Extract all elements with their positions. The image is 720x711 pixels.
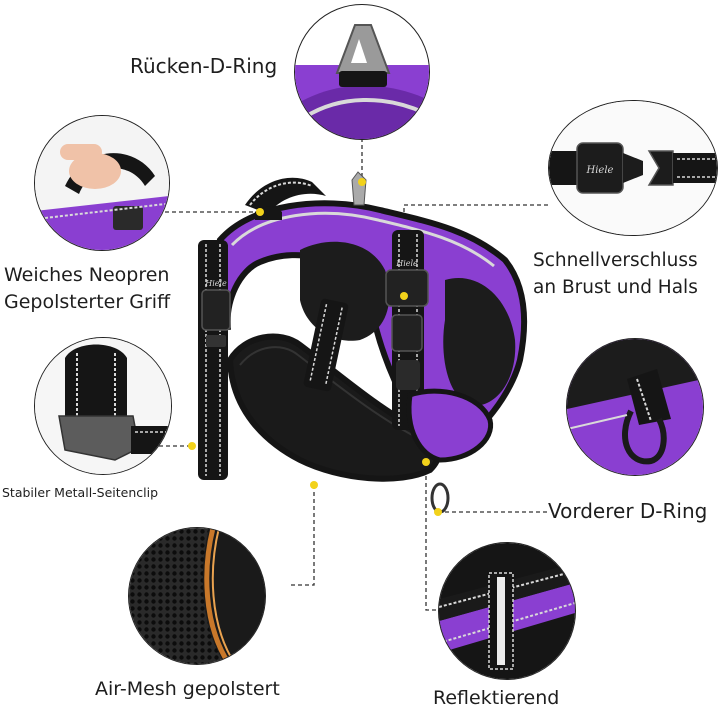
label-neoprene-handle: Weiches Neopren Gepolsterter Griff (4, 264, 171, 313)
back-d-ring-small (351, 171, 367, 206)
bubble-front-d-ring (566, 338, 704, 476)
bubble-neoprene-handle (34, 115, 170, 251)
label-front-d-ring: Vorderer D-Ring (548, 499, 708, 523)
bubble-reflective (438, 542, 576, 680)
left-buckle-brand: Hiele (204, 279, 227, 288)
bubble-side-clip (34, 337, 172, 475)
right-buckle-brand: Hiele (395, 259, 418, 268)
label-quick-release: Schnellverschluss an Brust und Hals (533, 250, 698, 298)
center-strap (303, 298, 349, 392)
label-back-d-ring: Rücken-D-Ring (130, 54, 278, 78)
left-buckle (201, 289, 231, 331)
label-reflective: Reflektierend (433, 687, 560, 709)
bubble-back-d-ring (294, 4, 430, 140)
bubble-air-mesh (128, 527, 266, 665)
left-strap (198, 240, 228, 480)
label-air-mesh: Air-Mesh gepolstert (95, 678, 280, 700)
neck-strap (245, 177, 326, 214)
right-buckle (385, 269, 429, 307)
callout-dots (188, 178, 442, 516)
quick-release-brand: Hiele (586, 165, 614, 176)
label-side-clip: Stabiler Metall-Seitenclip (2, 485, 159, 500)
bubble-quick-release: Hiele (548, 100, 718, 236)
front-d-ring-small (430, 482, 450, 514)
